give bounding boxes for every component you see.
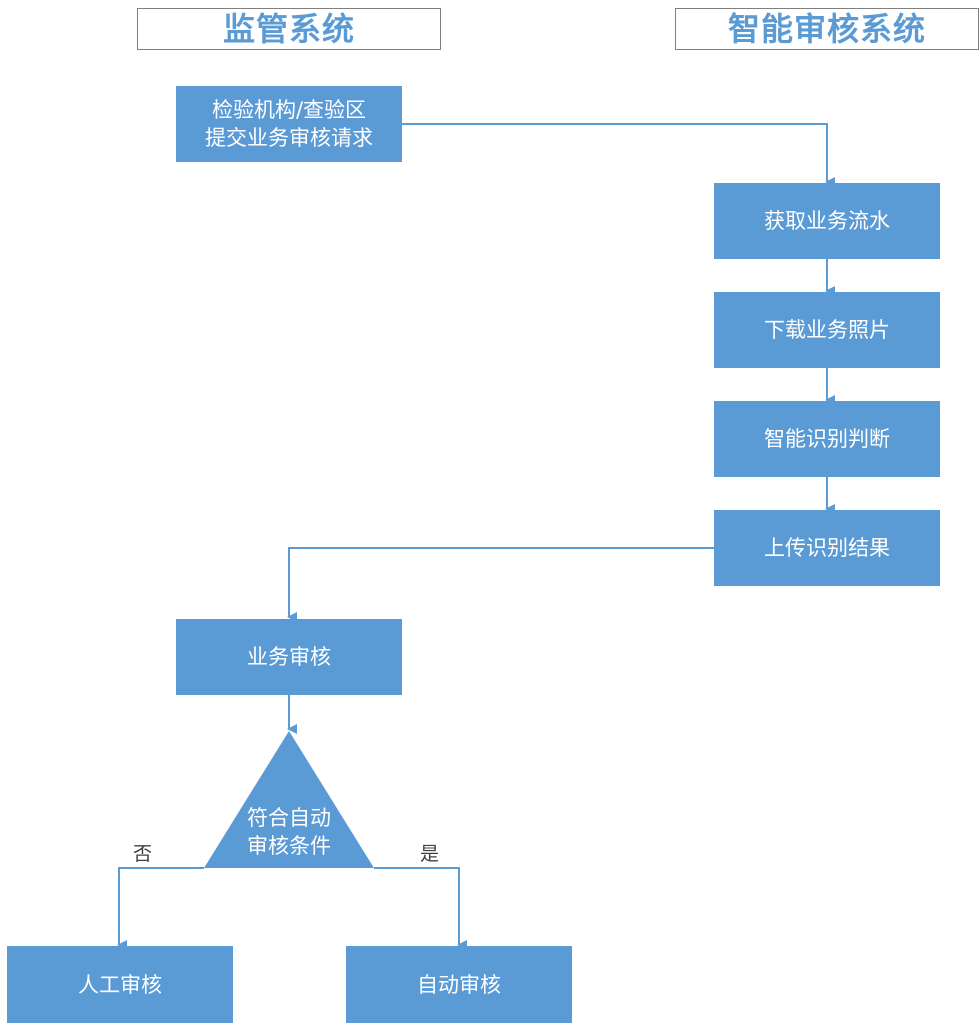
node-submit-request-line1: 检验机构/查验区 <box>211 98 367 122</box>
edge-label-no: 否 <box>133 843 153 865</box>
header-supervision-system: 监管系统 <box>137 8 441 50</box>
node-submit-request-line2: 提交业务审核请求 <box>205 126 373 150</box>
node-manual-review: 人工审核 <box>7 946 233 1023</box>
node-upload-results: 上传识别结果 <box>714 510 940 586</box>
connector-decision-to-manual <box>117 867 204 950</box>
connector-submit-to-getflow <box>402 123 835 187</box>
node-auto-review: 自动审核 <box>346 946 572 1023</box>
node-decision-line1: 符合自动 <box>247 806 331 830</box>
node-smart-recognition: 智能识别判断 <box>714 401 940 477</box>
connector-decision-to-auto <box>374 867 467 950</box>
edge-label-yes: 是 <box>420 843 440 865</box>
node-decision-line2: 审核条件 <box>247 834 331 858</box>
connector-upload-to-review <box>287 547 714 622</box>
node-download-photos: 下载业务照片 <box>714 292 940 368</box>
header-smart-review-system: 智能审核系统 <box>675 8 979 50</box>
decision-triangle <box>204 731 374 868</box>
node-get-flow: 获取业务流水 <box>714 183 940 259</box>
node-submit-request: 检验机构/查验区 提交业务审核请求 <box>176 86 402 162</box>
node-decision-label: 符合自动 审核条件 <box>219 804 359 860</box>
node-business-review: 业务审核 <box>176 619 402 695</box>
